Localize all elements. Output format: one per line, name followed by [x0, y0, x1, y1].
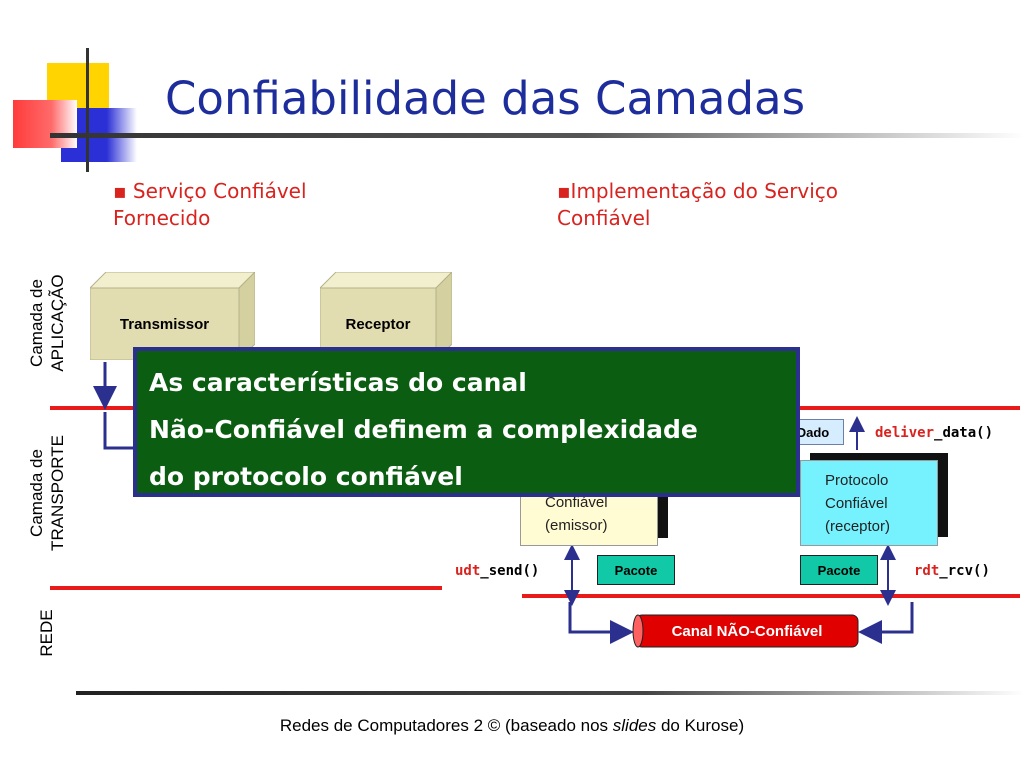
- transmitter-label: Transmissor: [119, 315, 210, 333]
- callout-line-3: do protocolo confiável: [149, 462, 463, 491]
- footer-rule: [76, 691, 1024, 695]
- sender-protocol-line-1: Confiável: [545, 494, 608, 511]
- sender-protocol-line-2: (emissor): [545, 517, 608, 534]
- callout-overlay: As características do canal Não-Confiáve…: [133, 347, 800, 497]
- unreliable-channel: Canal NÃO-Confiável: [632, 614, 860, 648]
- deliver-prefix: deliver: [875, 425, 935, 441]
- data-box-label: Dado: [796, 424, 830, 440]
- right-heading-line-1: ▪Implementação do Serviço: [557, 179, 839, 203]
- deliver-suffix: _data(): [934, 425, 994, 441]
- rdt-prefix: rdt: [914, 563, 940, 579]
- receiver-protocol-line-2: Confiável: [825, 495, 888, 512]
- receiver-protocol-line-1: Protocolo: [825, 472, 889, 489]
- page-title: Confiabilidade das Camadas: [165, 72, 806, 125]
- footer-copyright: ©: [487, 716, 501, 735]
- receiver-protocol-line-3: (receptor): [825, 518, 891, 535]
- rdt-suffix: _rcv(): [939, 563, 990, 579]
- packet-left-label: Pacote: [614, 562, 658, 578]
- left-heading-line-1: ▪ Serviço Confiável: [113, 179, 307, 203]
- packet-right: Pacote: [800, 555, 878, 585]
- separator-transport-network-left: [50, 586, 442, 590]
- packet-left: Pacote: [597, 555, 675, 585]
- right-heading-line-2: Confiável: [557, 206, 651, 230]
- left-heading-line-2: Fornecido: [113, 206, 211, 230]
- footer-before: Redes de Computadores 2: [279, 716, 488, 735]
- footer-text: Redes de Computadores 2 © (baseado nos s…: [0, 716, 1024, 736]
- footer-middle: (baseado nos: [500, 716, 613, 735]
- callout-line-2: Não-Confiável definem a complexidade: [149, 415, 698, 444]
- udt-suffix: _send(): [480, 563, 540, 579]
- udt-prefix: udt: [455, 563, 481, 579]
- footer-italic: slides: [612, 716, 657, 735]
- footer-after: do Kurose): [656, 716, 745, 735]
- title-underline: [50, 133, 1024, 138]
- left-heading: ▪ Serviço Confiável Fornecido: [113, 178, 307, 232]
- rdt-rcv-label: rdt_rcv(): [914, 563, 990, 579]
- right-heading: ▪Implementação do Serviço Confiável: [557, 178, 838, 232]
- channel-cylinder-shape: [632, 614, 859, 648]
- udt-send-label: udt_send(): [455, 563, 539, 579]
- separator-transport-network-right: [522, 594, 1020, 598]
- deliver-data-label: deliver_data(): [875, 425, 993, 441]
- packet-right-label: Pacote: [817, 562, 861, 578]
- callout-line-1: As características do canal: [149, 368, 527, 397]
- receiver-label: Receptor: [345, 315, 411, 333]
- channel-label: Canal NÃO-Confiável: [671, 622, 823, 640]
- receiver-protocol-box: Protocolo Confiável (receptor): [800, 460, 938, 546]
- logo-red-square: [13, 100, 77, 148]
- logo-vertical-line: [86, 48, 89, 172]
